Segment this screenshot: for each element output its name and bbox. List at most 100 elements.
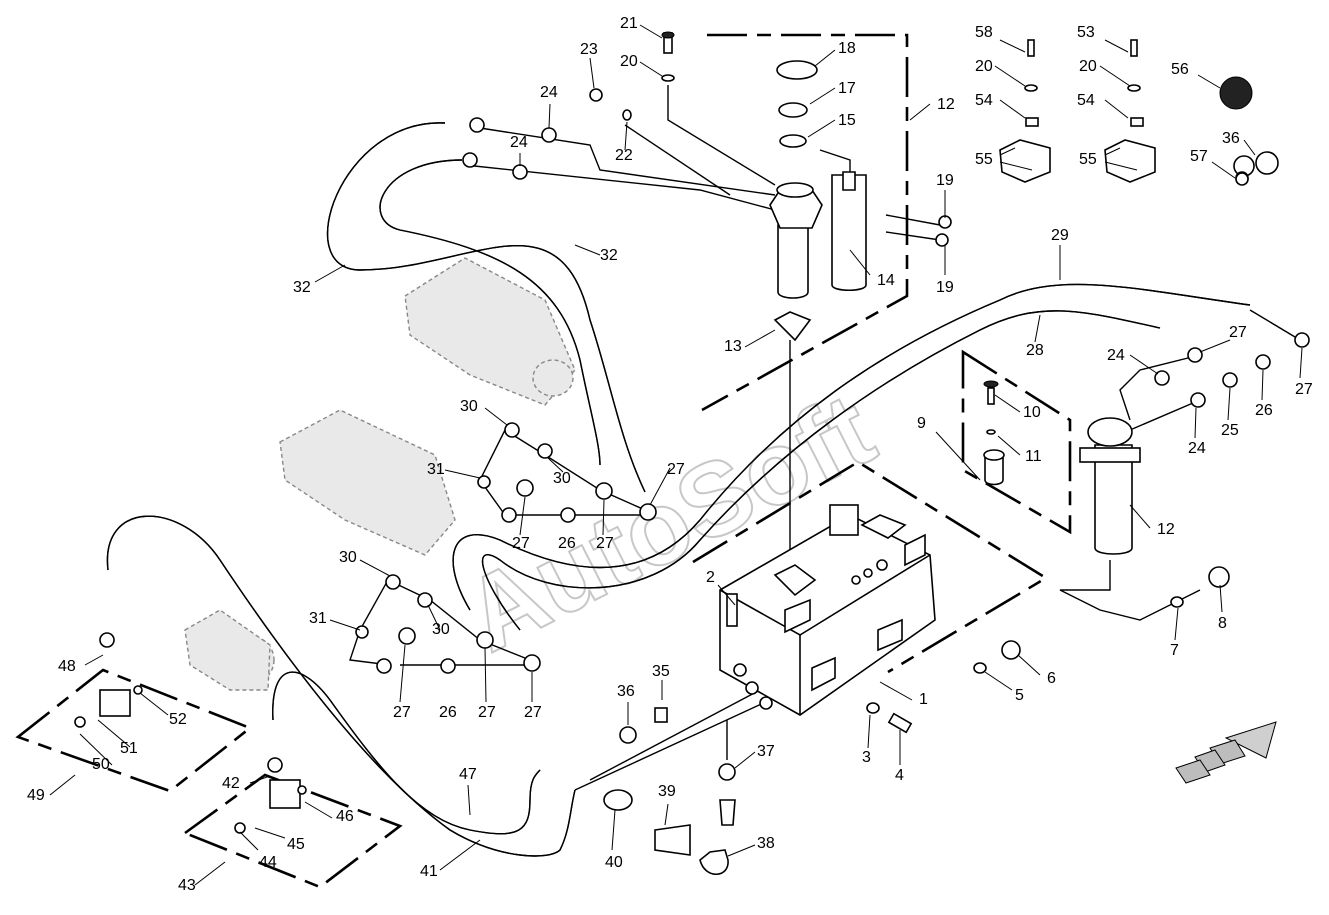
callout-27-c: 27 [667, 461, 685, 478]
callout-58: 58 [975, 24, 993, 41]
callout-43: 43 [178, 877, 196, 894]
leader-line [399, 644, 406, 703]
callout-13: 13 [724, 338, 742, 355]
leader-line [97, 719, 131, 748]
callout-11: 11 [1025, 448, 1042, 465]
leader-line [439, 839, 481, 871]
leader-line [1104, 161, 1138, 171]
leader-line [589, 57, 595, 89]
leader-line [935, 431, 981, 481]
callout-2: 2 [706, 569, 715, 586]
callout-22: 22 [615, 147, 633, 164]
leader-line [359, 559, 391, 577]
callout-40: 40 [605, 854, 623, 871]
callout-35: 35 [652, 663, 670, 680]
callout-5: 5 [1015, 687, 1024, 704]
callout-50: 50 [92, 756, 110, 773]
leader-line [574, 244, 601, 256]
callout-47: 47 [459, 766, 477, 783]
callout-51: 51 [120, 740, 138, 757]
leader-line [139, 692, 169, 716]
leader-line [547, 457, 564, 473]
callout-19-bottom: 19 [936, 279, 954, 296]
callout-23: 23 [580, 41, 598, 58]
leader-line [314, 264, 346, 283]
callout-12-top: 12 [937, 96, 955, 113]
leader-line [427, 604, 441, 631]
callout-20-b: 20 [975, 58, 993, 75]
callout-21: 21 [620, 15, 638, 32]
leader-line [624, 121, 628, 151]
leader-line [984, 671, 1013, 691]
callout-27-g: 27 [478, 704, 496, 721]
leader-line [1129, 354, 1159, 375]
leader-line [79, 733, 113, 766]
callout-30-c: 30 [339, 549, 357, 566]
callout-36-b: 36 [1222, 130, 1240, 147]
callout-12-right: 12 [1157, 521, 1175, 538]
callout-30-d: 30 [432, 621, 450, 638]
callout-54-a: 54 [975, 92, 993, 109]
leader-line [1017, 654, 1041, 676]
leader-line [304, 801, 333, 819]
callout-26-a: 26 [1255, 402, 1273, 419]
leader-line [1104, 39, 1129, 53]
callout-54-b: 54 [1077, 92, 1095, 109]
leader-lines [49, 24, 1303, 886]
leader-line [999, 39, 1026, 53]
callout-56: 56 [1171, 61, 1189, 78]
leader-line [999, 99, 1026, 119]
callout-24-a: 24 [540, 84, 558, 101]
leader-line [849, 249, 871, 276]
callout-14: 14 [877, 272, 895, 289]
callout-31-b: 31 [309, 610, 327, 627]
leader-line [809, 87, 836, 105]
leader-line [744, 329, 776, 348]
callout-20-a: 20 [620, 53, 638, 70]
callout-17: 17 [838, 80, 856, 97]
leader-line [1194, 407, 1197, 439]
callout-18: 18 [838, 40, 856, 57]
leader-line [994, 394, 1021, 413]
leader-line [1034, 314, 1041, 343]
callout-49: 49 [27, 787, 45, 804]
leader-line [814, 49, 836, 67]
callout-53: 53 [1077, 24, 1095, 41]
pump-assembly-ghost [184, 257, 576, 691]
callout-30-b: 30 [553, 470, 571, 487]
callout-4: 4 [895, 767, 904, 784]
callout-24-b: 24 [510, 134, 528, 151]
leader-line [879, 681, 913, 701]
leader-line [649, 467, 671, 506]
leader-line [484, 647, 487, 703]
leader-line [1099, 65, 1131, 87]
callout-27-f: 27 [393, 704, 411, 721]
callout-52: 52 [169, 711, 187, 728]
leader-line [254, 827, 286, 839]
callout-3: 3 [862, 749, 871, 766]
callout-44: 44 [259, 854, 277, 871]
callout-7: 7 [1170, 642, 1179, 659]
leader-line [727, 844, 756, 857]
leader-line [639, 24, 663, 39]
callout-39: 39 [658, 783, 676, 800]
leader-line [997, 435, 1021, 456]
leader-line [467, 784, 471, 816]
leader-line [909, 103, 931, 121]
callout-6: 6 [1047, 670, 1056, 687]
leader-line [1227, 387, 1231, 421]
callout-46: 46 [336, 808, 354, 825]
leader-line [734, 751, 756, 769]
leader-line [1243, 139, 1256, 156]
callout-labels: 1 2 3 4 5 6 7 8 9 10 11 12 12 13 14 15 1… [27, 15, 1313, 894]
leader-line [49, 774, 76, 796]
callout-37: 37 [757, 743, 775, 760]
leader-line [194, 861, 226, 886]
callout-48: 48 [58, 658, 76, 675]
leader-line [867, 714, 871, 749]
leader-line [717, 584, 736, 606]
return-filter [769, 60, 867, 342]
fittings [74, 31, 1310, 876]
hydraulic-tank [719, 504, 936, 716]
